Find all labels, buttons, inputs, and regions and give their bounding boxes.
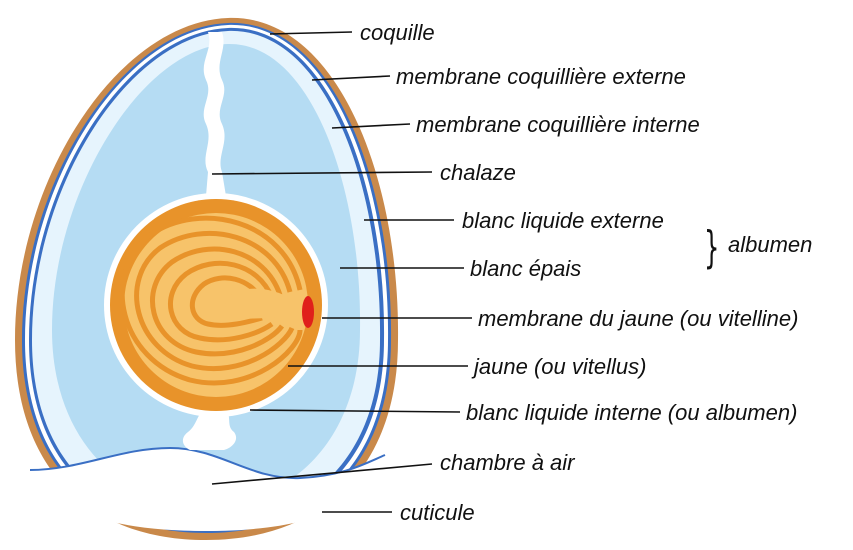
label-jaune: jaune (ou vitellus) (471, 354, 646, 379)
label-cuticule: cuticule (400, 500, 475, 525)
label-blanc-epais: blanc épais (470, 256, 581, 281)
albumen-brace: } (704, 222, 719, 273)
label-albumen: albumen (728, 232, 812, 257)
label-blanc-liquide-externe: blanc liquide externe (462, 208, 664, 233)
label-chalaze: chalaze (440, 160, 516, 185)
labels: coquille membrane coquillière externe me… (360, 20, 812, 525)
label-coquille: coquille (360, 20, 435, 45)
label-membrane-du-jaune: membrane du jaune (ou vitelline) (478, 306, 798, 331)
germinal-disc (302, 296, 314, 328)
label-membrane-coquilliere-interne: membrane coquillière interne (416, 112, 700, 137)
label-blanc-liquide-interne: blanc liquide interne (ou albumen) (466, 400, 797, 425)
label-membrane-coquilliere-externe: membrane coquillière externe (396, 64, 686, 89)
label-chambre-a-air: chambre à air (440, 450, 576, 475)
egg-illustration (15, 18, 398, 540)
